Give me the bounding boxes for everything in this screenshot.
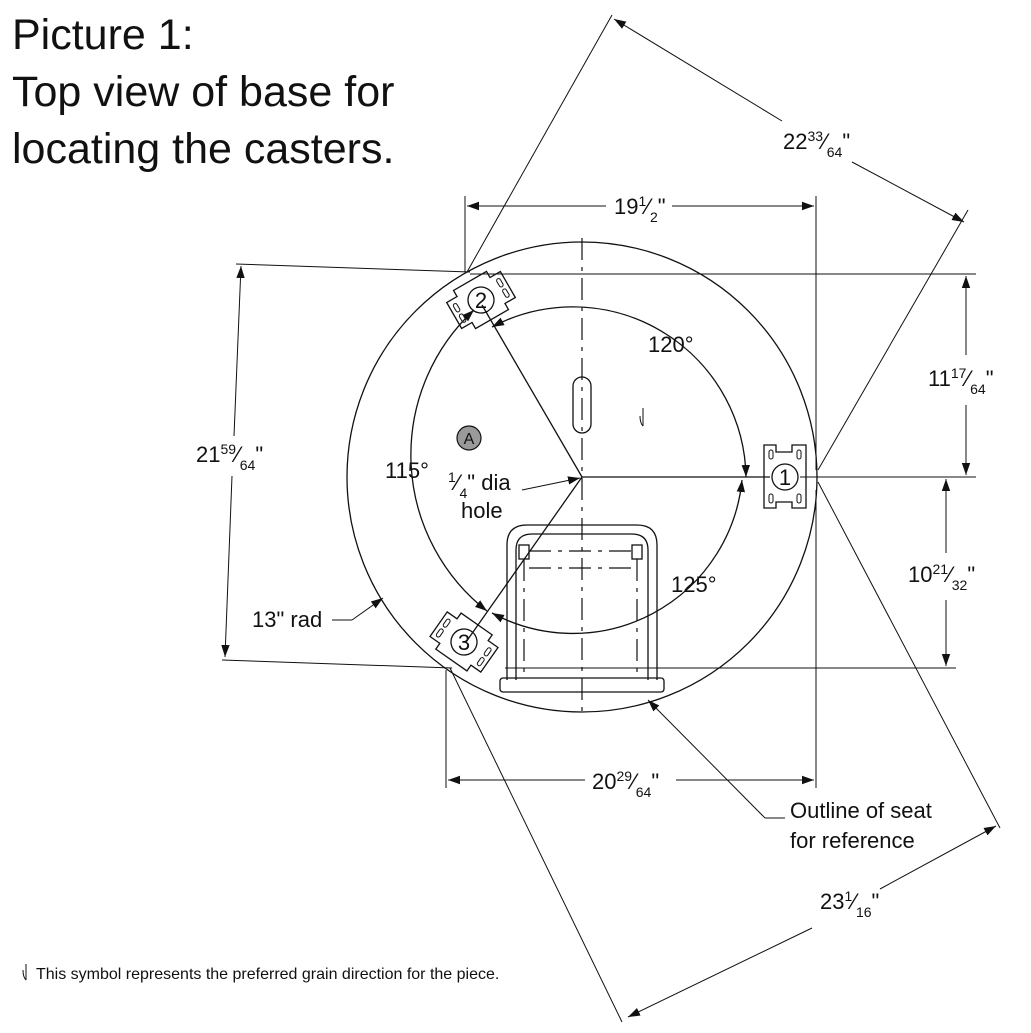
svg-text:2029⁄64": 2029⁄64" bbox=[592, 768, 659, 800]
dim-right-upper: 1117⁄64" bbox=[928, 365, 994, 397]
svg-text:13" rad: 13" rad bbox=[252, 607, 322, 632]
svg-text:191⁄2": 191⁄2" bbox=[614, 193, 666, 225]
dim-right-lower: 1021⁄32" bbox=[908, 561, 975, 593]
dim-diagonal-lower: 231⁄16" bbox=[820, 888, 879, 920]
svg-text:1021⁄32": 1021⁄32" bbox=[908, 561, 975, 593]
svg-text:A: A bbox=[464, 431, 475, 448]
radial-line-to-caster-2 bbox=[481, 304, 583, 478]
seat-callout: Outline of seat for reference bbox=[647, 699, 932, 853]
svg-text:1117⁄64": 1117⁄64" bbox=[928, 365, 994, 397]
svg-text:hole: hole bbox=[461, 498, 503, 523]
svg-text:Outline of seat: Outline of seat bbox=[790, 798, 932, 823]
caster-2-label: 2 bbox=[475, 288, 487, 313]
svg-text:231⁄16": 231⁄16" bbox=[820, 888, 879, 920]
dim-bottom-width: 2029⁄64" bbox=[592, 768, 659, 800]
marker-a: A bbox=[456, 425, 482, 451]
angle-arc-120 bbox=[491, 306, 750, 478]
grain-symbol-icon bbox=[22, 964, 27, 981]
svg-text:1⁄4" dia: 1⁄4" dia bbox=[448, 469, 511, 501]
svg-text:This symbol represents the pre: This symbol represents the preferred gra… bbox=[36, 966, 499, 983]
title-line-3: locating the casters. bbox=[12, 125, 394, 173]
grain-direction-icon bbox=[639, 408, 644, 427]
legend: This symbol represents the preferred gra… bbox=[22, 964, 499, 983]
angle-label-120: 120° bbox=[648, 332, 694, 357]
dim-diagonal-upper: 2233⁄64" bbox=[783, 128, 850, 160]
dim-left-height: 2159⁄64" bbox=[196, 441, 263, 473]
caster-1-label: 1 bbox=[779, 465, 791, 490]
caster-1: 1 bbox=[763, 444, 807, 509]
caster-2 bbox=[445, 270, 517, 330]
angle-label-125: 125° bbox=[671, 572, 717, 597]
angle-label-115: 115° bbox=[385, 458, 429, 483]
title-line-1: Picture 1: bbox=[12, 11, 194, 59]
angle-arc-115 bbox=[410, 309, 488, 612]
svg-text:for reference: for reference bbox=[790, 828, 915, 853]
title-line-2: Top view of base for bbox=[12, 68, 394, 116]
svg-text:2233⁄64": 2233⁄64" bbox=[783, 128, 850, 160]
dim-top-width: 191⁄2" bbox=[614, 193, 666, 225]
svg-text:2159⁄64": 2159⁄64" bbox=[196, 441, 263, 473]
angle-arc-125 bbox=[491, 479, 745, 635]
hole-callout: 1⁄4" dia hole bbox=[448, 469, 581, 523]
caster-3-label: 3 bbox=[458, 630, 470, 655]
caster-3 bbox=[429, 611, 499, 673]
radius-callout: 13" rad bbox=[252, 597, 384, 632]
